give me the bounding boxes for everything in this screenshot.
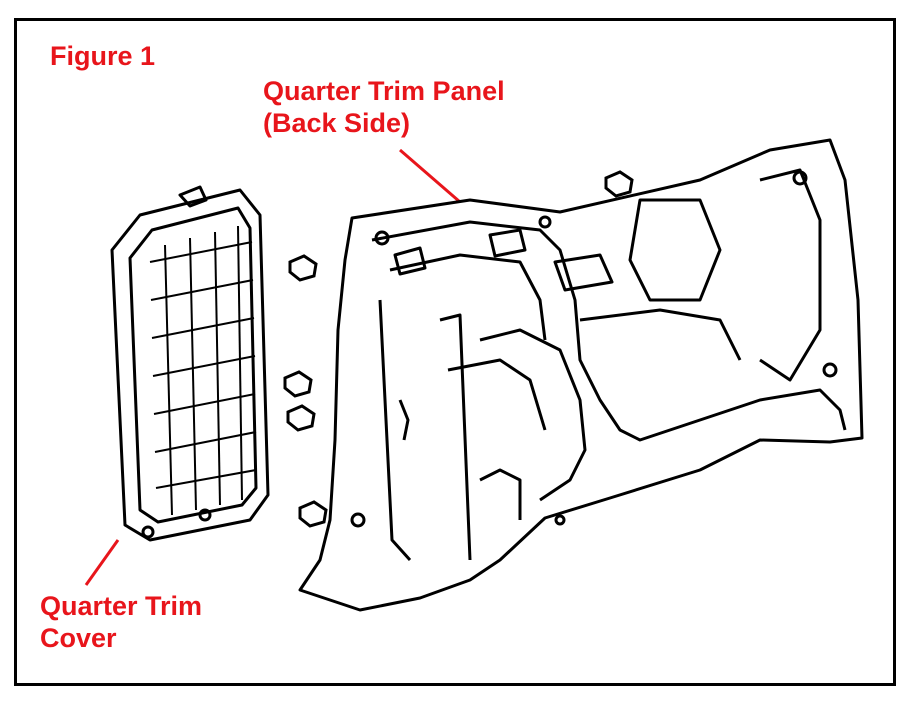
clip [286,404,316,432]
clip [298,500,328,528]
quarter-trim-panel-label: Quarter Trim Panel (Back Side) [263,75,505,139]
quarter-trim-cover-label: Quarter Trim Cover [40,590,202,654]
quarter-trim-panel [298,138,864,612]
quarter-trim-cover-label-line1: Quarter Trim [40,591,203,621]
quarter-trim-cover-label-line2: Cover [40,623,117,653]
clip [283,370,313,398]
figure-label: Figure 1 [50,41,156,71]
clip [604,170,634,198]
quarter-trim-panel-label-line2: (Back Side) [263,108,411,138]
cover-leader-line [84,539,120,586]
quarter-trim-panel-label-line1: Quarter Trim Panel [263,76,505,106]
clip [288,254,318,282]
panel-leader-line [399,148,461,204]
quarter-trim-cover [110,185,270,542]
